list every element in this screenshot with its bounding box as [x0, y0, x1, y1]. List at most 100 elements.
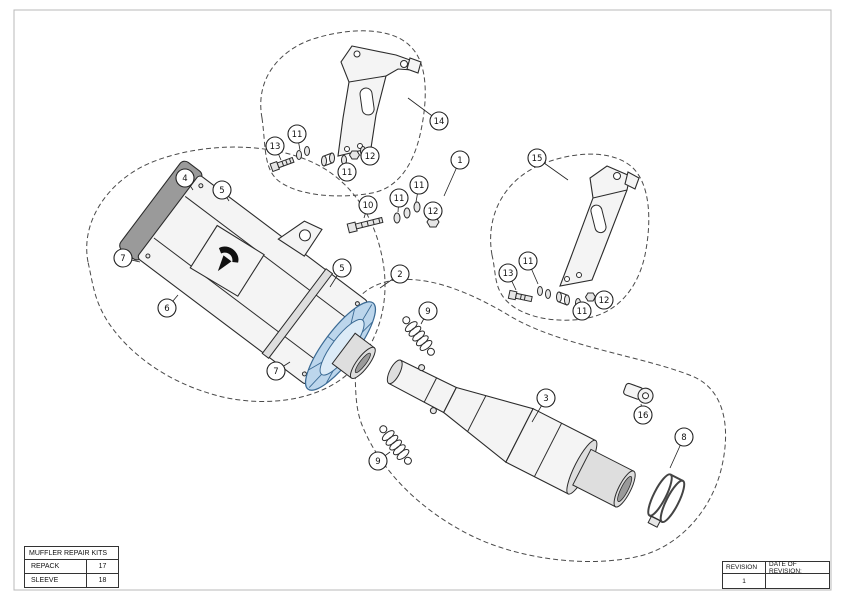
svg-text:4: 4: [182, 174, 187, 184]
callout-11: 11: [389, 188, 409, 213]
svg-text:12: 12: [365, 152, 376, 162]
revision-header-row: REVISION DATE OF REVISION:: [723, 560, 829, 575]
svg-text:5: 5: [219, 186, 224, 196]
exhaust-spring: [398, 312, 440, 360]
svg-text:11: 11: [292, 130, 303, 140]
washer-icon: [393, 212, 401, 224]
callout-12: 12: [593, 290, 614, 310]
washer-icon: [296, 150, 302, 160]
revision-header: REVISION: [723, 562, 766, 573]
outline-right-bracket-group: [490, 153, 650, 321]
rivet-icon: [301, 371, 307, 377]
svg-text:13: 13: [270, 142, 281, 152]
revision-table: REVISION DATE OF REVISION: 1: [722, 561, 830, 589]
svg-text:3: 3: [543, 394, 548, 404]
svg-text:14: 14: [434, 117, 445, 127]
svg-text:7: 7: [120, 254, 125, 264]
lock-washer-icon: [413, 201, 421, 213]
muffler-repair-kits-table: MUFFLER REPAIR KITS REPACK 17 SLEEVE 18: [24, 546, 119, 588]
svg-text:13: 13: [503, 269, 514, 279]
callouts: 13 11 11 12 14 1 15 4 5 10 11 11 12 5 2 …: [113, 97, 694, 471]
spring-hook-icon: [429, 407, 437, 415]
callout-9: 9: [368, 451, 391, 471]
date-of-revision-value: [766, 574, 829, 588]
washer-icon: [537, 286, 543, 296]
link-pipe-assembly: [386, 359, 636, 508]
callout-11: 11: [572, 301, 592, 321]
callout-1: 1: [443, 150, 470, 197]
callout-15: 15: [527, 148, 569, 181]
callout-6: 6: [157, 294, 179, 318]
mount-bracket-right: [559, 165, 640, 287]
svg-text:11: 11: [394, 194, 405, 204]
bolt-icon: [346, 216, 384, 234]
muffler-outlet-cap: [304, 301, 377, 391]
muffler-assembly: [119, 160, 377, 391]
callout-9: 9: [418, 301, 438, 325]
washer-icon: [545, 289, 551, 299]
spacer-icon: [321, 152, 335, 167]
callout-4: 4: [175, 168, 195, 191]
svg-text:16: 16: [638, 411, 649, 421]
callout-16: 16: [633, 403, 653, 425]
callout-7: 7: [266, 361, 291, 381]
svg-text:12: 12: [599, 296, 610, 306]
pipe-clamp: [647, 473, 686, 528]
nut-icon: [348, 150, 361, 160]
fastener-set-right: [507, 286, 597, 308]
svg-text:7: 7: [273, 367, 278, 377]
revision-value: 1: [723, 574, 766, 588]
page-border: [13, 9, 832, 591]
callout-14: 14: [407, 97, 449, 131]
group-outlines: [86, 30, 727, 562]
callout-13: 13: [498, 263, 518, 291]
brand-logo: [189, 224, 265, 297]
hanger-tab: [623, 382, 654, 404]
callout-10: 10: [358, 195, 378, 219]
svg-text:11: 11: [342, 168, 353, 178]
callout-12: 12: [423, 201, 443, 221]
callout-5: 5: [212, 180, 232, 202]
svg-text:9: 9: [375, 457, 380, 467]
sleeve-band: [261, 268, 334, 359]
outline-link-pipe-group: [348, 278, 727, 562]
clamp-bolt-icon: [647, 515, 661, 528]
svg-text:5: 5: [339, 264, 344, 274]
spacer-icon: [556, 291, 570, 306]
repair-kits-title: MUFFLER REPAIR KITS: [25, 547, 118, 560]
rivet-icon: [354, 301, 360, 307]
table-row: REPACK 17: [25, 560, 118, 573]
callout-8: 8: [669, 427, 694, 469]
callout-7: 7: [113, 248, 141, 268]
rivet-icon: [198, 183, 204, 189]
callout-12: 12: [359, 146, 380, 166]
svg-text:2: 2: [397, 270, 402, 280]
repair-kit-number: 18: [98, 577, 107, 584]
rivet-icon: [145, 253, 151, 259]
cap-ribs: [308, 304, 373, 388]
spring-hook-icon: [418, 364, 426, 372]
svg-text:6: 6: [164, 304, 169, 314]
washer-icon: [304, 146, 310, 156]
revision-value-row: 1: [723, 574, 829, 588]
mount-bracket-top: [337, 45, 422, 157]
nut-icon: [584, 292, 597, 302]
table-row: SLEEVE 18: [25, 573, 118, 587]
washer-icon: [403, 207, 411, 219]
repair-kit-name: REPACK: [25, 560, 87, 573]
callout-11: 11: [409, 175, 429, 203]
svg-text:11: 11: [414, 181, 425, 191]
bolt-icon: [507, 289, 533, 303]
callout-11: 11: [287, 124, 307, 151]
svg-text:9: 9: [425, 307, 430, 317]
outline-top-bracket-group: [260, 30, 426, 197]
svg-text:12: 12: [428, 207, 439, 217]
repair-kit-name: SLEEVE: [25, 574, 87, 587]
date-of-revision-header: DATE OF REVISION:: [769, 560, 802, 575]
svg-text:15: 15: [532, 154, 543, 164]
svg-text:11: 11: [577, 307, 588, 317]
callout-2: 2: [379, 264, 410, 289]
svg-text:1: 1: [457, 156, 462, 166]
callout-5: 5: [329, 258, 352, 288]
